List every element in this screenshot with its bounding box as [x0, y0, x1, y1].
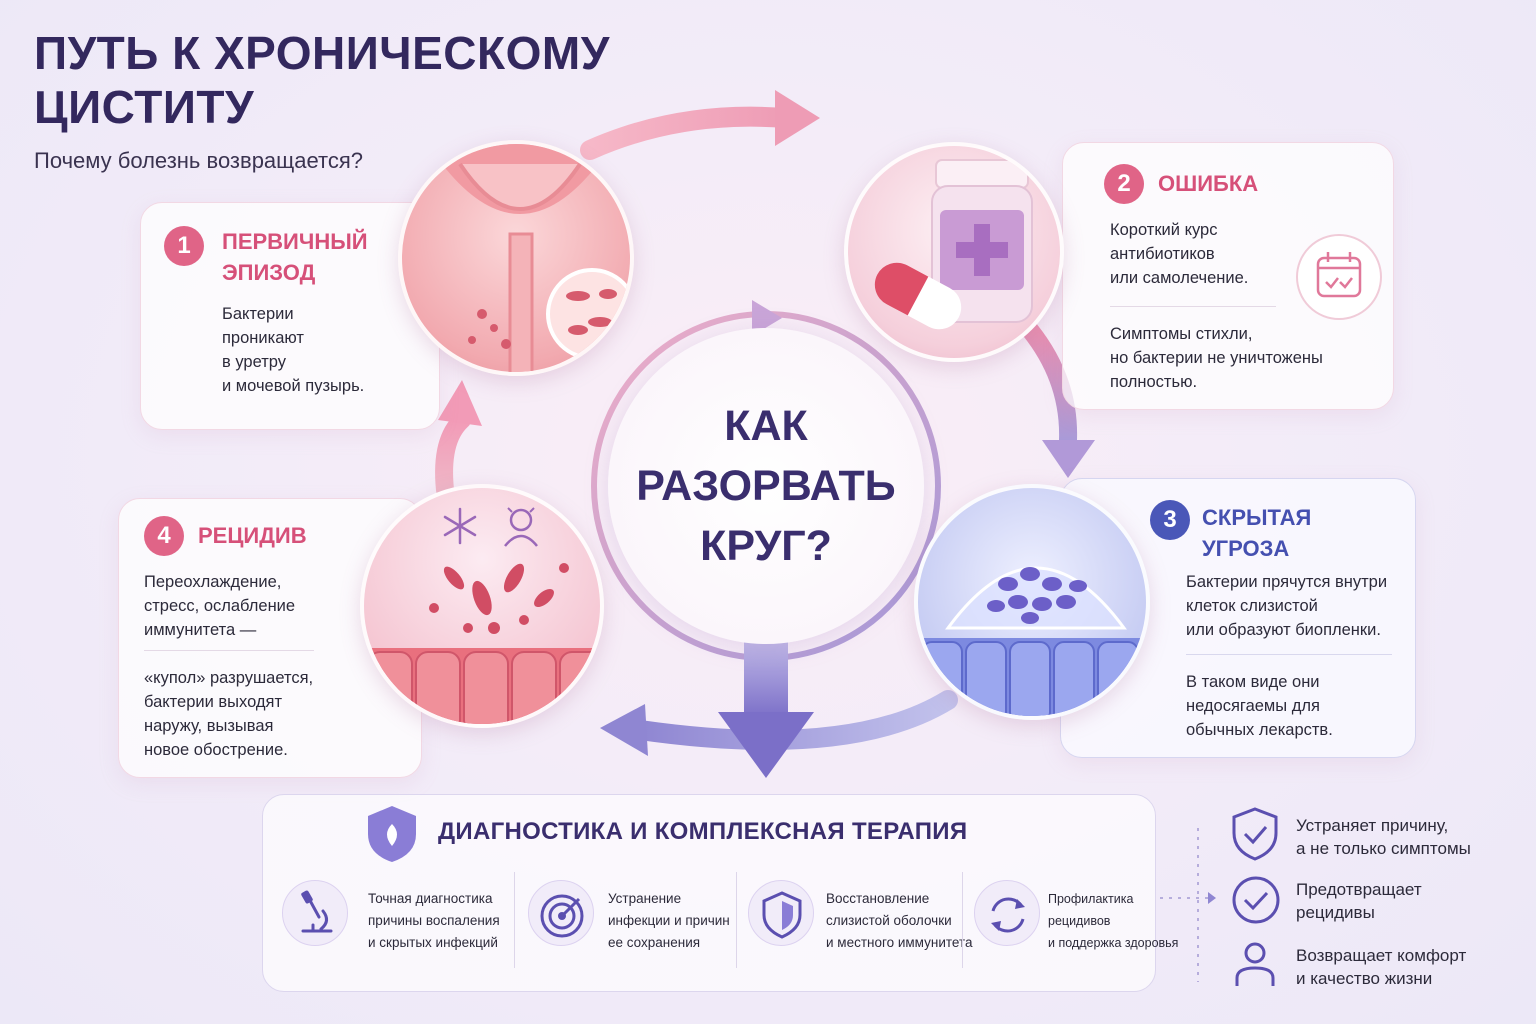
benefit-line: а не только симптомы — [1296, 839, 1471, 858]
step-3-text-line: В таком виде они — [1186, 673, 1320, 691]
step-2-text-line: полностью. — [1110, 373, 1198, 391]
step-4-text-line: Переохлаждение, — [144, 573, 282, 591]
therapy-item-line: Устранение — [608, 891, 682, 906]
biofilm-illustration — [914, 484, 1150, 720]
shield-icon — [748, 880, 814, 946]
step-1-title-line-1: ПЕРВИЧНЫЙ — [222, 229, 368, 254]
therapy-divider — [736, 872, 737, 968]
therapy-item-line: Точная диагностика — [368, 891, 493, 906]
step-3-text-line: клеток слизистой — [1186, 597, 1318, 615]
bladder-illustration — [398, 140, 634, 376]
step-2-title: ОШИБКА — [1158, 171, 1259, 196]
step-3-title-line-2: УГРОЗА — [1202, 536, 1290, 561]
title-line-2: ЦИСТИТУ — [34, 81, 255, 133]
step-1-title-line-2: ЭПИЗОД — [222, 260, 316, 285]
shield-leaf-icon — [368, 806, 416, 862]
therapy-item-line: инфекции и причин — [608, 913, 730, 928]
therapy-item-line: Профилактика — [1048, 892, 1134, 906]
step-2-text-line: но бактерии не уничтожены — [1110, 349, 1323, 367]
center-question: КАК РАЗОРВАТЬ КРУГ? — [608, 328, 924, 644]
therapy-item-line: ее сохранения — [608, 935, 701, 950]
step-4-text-line: наружу, вызывая — [144, 717, 274, 735]
step-1-text: Бактерии проникают в уретру и мочевой пу… — [222, 302, 364, 398]
step-3-title-line-1: СКРЫТАЯ — [1202, 505, 1312, 530]
benefit-line: рецидивы — [1296, 903, 1375, 922]
step-3-text-line: или образуют биопленки. — [1186, 621, 1381, 639]
step-3-divider — [1186, 654, 1392, 655]
step-2-text-2: Симптомы стихли, но бактерии не уничтоже… — [1110, 322, 1323, 394]
step-3-text-line: недосягаемы для — [1186, 697, 1320, 715]
step-4-text-line: новое обострение. — [144, 741, 288, 759]
step-3-text-line: обычных лекарств. — [1186, 721, 1333, 739]
step-3-title: СКРЫТАЯ УГРОЗА — [1202, 502, 1311, 564]
person-icon — [1235, 942, 1275, 986]
snowflake-icon — [443, 507, 477, 545]
step-number-1: 1 — [164, 226, 204, 266]
step-2-text: Короткий курс антибиотиков или самолечен… — [1110, 218, 1248, 290]
step-2-divider — [1110, 306, 1276, 307]
step-3-text-line: Бактерии прячутся внутри — [1186, 573, 1388, 591]
therapy-item-line: Восстановление — [826, 891, 930, 906]
page-title: ПУТЬ К ХРОНИЧЕСКОМУ ЦИСТИТУ — [34, 26, 610, 134]
step-1-title: ПЕРВИЧНЫЙ ЭПИЗОД — [222, 226, 368, 288]
step-4-title: РЕЦИДИВ — [198, 523, 307, 548]
cycle-icon — [974, 880, 1040, 946]
benefit-1-text: Устраняет причину, а не только симптомы — [1296, 814, 1471, 860]
step-4-text-2: «купол» разрушается, бактерии выходят на… — [144, 666, 313, 762]
relapse-illustration — [360, 484, 604, 728]
stressed-person-icon — [504, 507, 538, 547]
therapy-item-1-text: Точная диагностика причины воспаления и … — [368, 888, 500, 954]
target-icon — [528, 880, 594, 946]
therapy-item-line: и местного иммунитета — [826, 935, 973, 950]
benefit-line: Устраняет причину, — [1296, 816, 1449, 835]
step-2-text-line: Короткий курс — [1110, 221, 1218, 239]
therapy-item-line: слизистой оболочки — [826, 913, 952, 928]
step-number-4: 4 — [144, 516, 184, 556]
title-line-1: ПУТЬ К ХРОНИЧЕСКОМУ — [34, 27, 610, 79]
step-2-text-line: антибиотиков — [1110, 245, 1215, 263]
step-1-text-line: и мочевой пузырь. — [222, 377, 365, 395]
benefit-line: и качество жизни — [1296, 969, 1433, 988]
step-3-text-2: В таком виде они недосягаемы для обычных… — [1186, 670, 1333, 742]
center-line-3: КРУГ? — [700, 522, 832, 570]
step-1-text-line: Бактерии — [222, 305, 294, 323]
step-3-text: Бактерии прячутся внутри клеток слизисто… — [1186, 570, 1387, 642]
therapy-title: ДИАГНОСТИКА И КОМПЛЕКСНАЯ ТЕРАПИЯ — [438, 818, 968, 845]
benefit-line: Возвращает комфорт — [1296, 946, 1467, 965]
therapy-item-line: рецидивов — [1048, 914, 1111, 928]
therapy-divider — [514, 872, 515, 968]
page-subtitle: Почему болезнь возвращается? — [34, 148, 363, 173]
calendar-icon — [1296, 234, 1382, 320]
step-4-text-line: «купол» разрушается, — [144, 669, 314, 687]
therapy-item-4-text: Профилактика рецидивов и поддержка здоро… — [1048, 888, 1178, 954]
benefit-line: Предотвращает — [1296, 880, 1422, 899]
step-number-2: 2 — [1104, 164, 1144, 204]
dotted-connector — [1160, 828, 1216, 982]
microscope-icon — [282, 880, 348, 946]
therapy-divider — [962, 872, 963, 968]
shield-check-icon — [1232, 807, 1278, 861]
step-2-text-line: или самолечение. — [1110, 269, 1249, 287]
step-4-text-line: иммунитета — — [144, 621, 257, 639]
step-1-text-line: в уретру — [222, 353, 287, 371]
benefit-3-text: Возвращает комфорт и качество жизни — [1296, 944, 1466, 990]
therapy-item-3-text: Восстановление слизистой оболочки и мест… — [826, 888, 973, 954]
check-circle-icon — [1232, 876, 1280, 924]
pills-illustration — [844, 142, 1064, 362]
step-1-text-line: проникают — [222, 329, 304, 347]
step-4-divider — [144, 650, 314, 651]
therapy-item-2-text: Устранение инфекции и причин ее сохранен… — [608, 888, 730, 954]
step-number-3: 3 — [1150, 500, 1190, 540]
therapy-item-line: и поддержка здоровья — [1048, 936, 1179, 950]
step-4-text-line: стресс, ослабление — [144, 597, 296, 615]
step-4-text-line: бактерии выходят — [144, 693, 283, 711]
center-line-1: КАК — [724, 402, 808, 450]
therapy-item-line: причины воспаления — [368, 913, 500, 928]
benefit-2-text: Предотвращает рецидивы — [1296, 878, 1422, 924]
step-4-text: Переохлаждение, стресс, ослабление иммун… — [144, 570, 295, 642]
therapy-item-line: и скрытых инфекций — [368, 935, 498, 950]
step-2-text-line: Симптомы стихли, — [1110, 325, 1253, 343]
center-line-2: РАЗОРВАТЬ — [636, 462, 896, 510]
